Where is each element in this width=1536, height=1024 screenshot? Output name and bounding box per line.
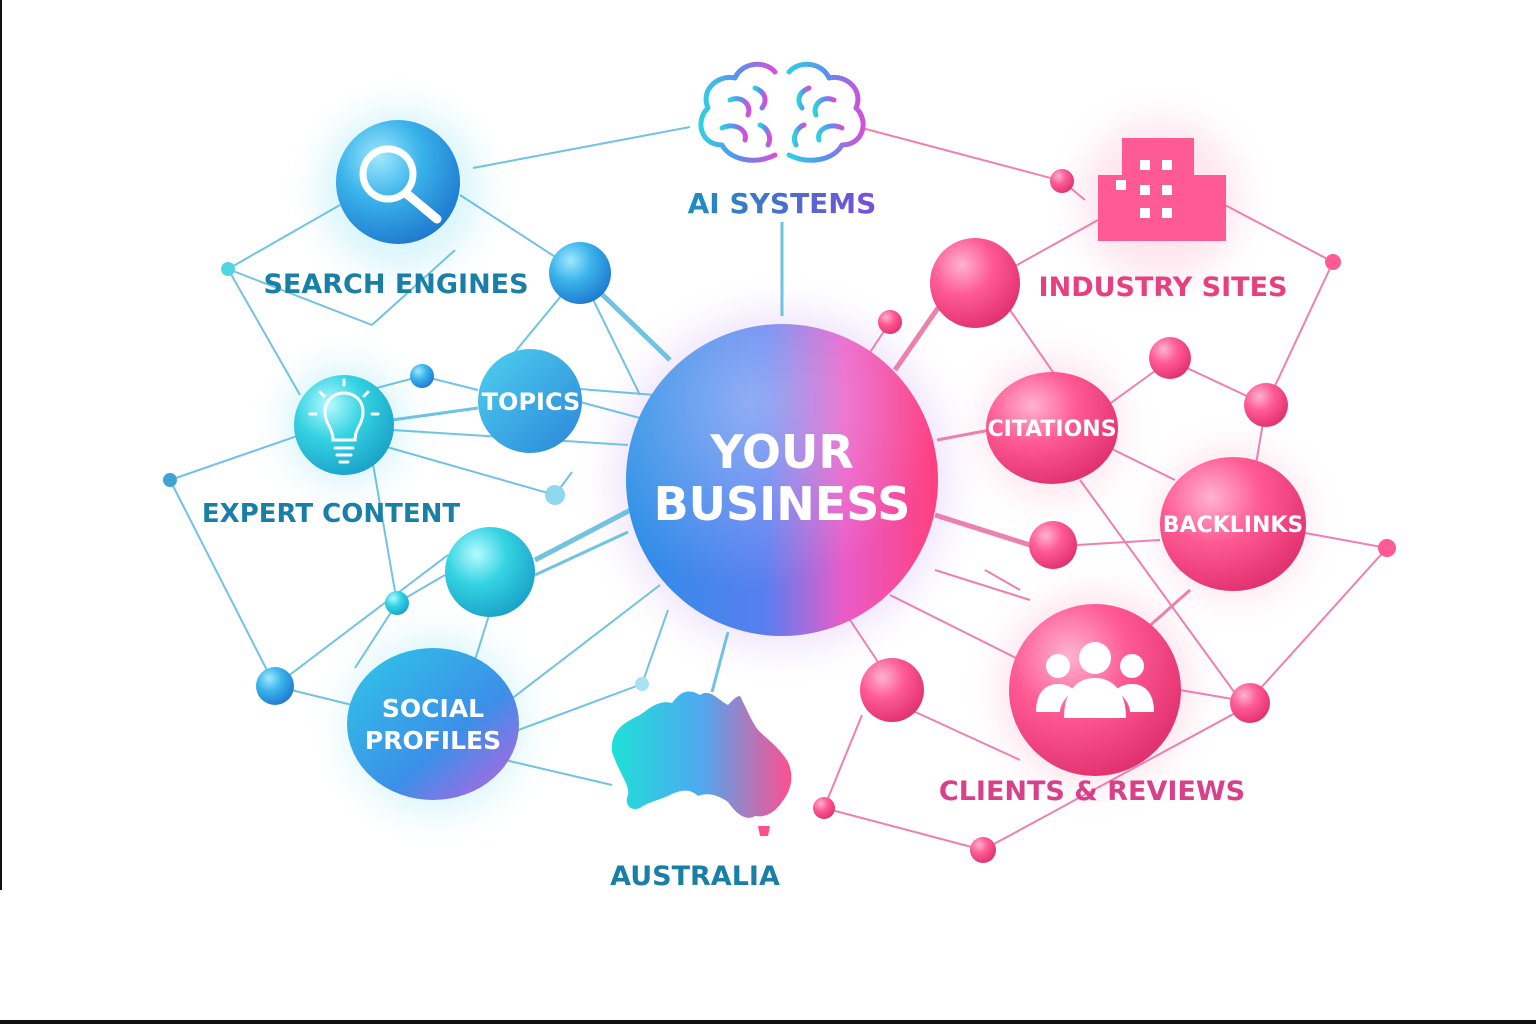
lightbulb-icon [308,378,380,464]
topics-label: TOPICS [482,388,581,416]
social-profiles-node[interactable]: SOCIAL PROFILES [347,648,519,800]
people-icon [1036,642,1154,718]
australia-map-icon [611,691,792,836]
clients-reviews-node[interactable] [1009,604,1181,776]
your-business-node[interactable]: YOUR BUSINESS [626,324,938,636]
clients-reviews-label: CLIENTS & REVIEWS [939,776,1245,807]
center-label-line2: BUSINESS [654,477,911,531]
search-engines-label: SEARCH ENGINES [263,269,528,300]
small-nodes-pink [813,169,1396,863]
brain-icon [698,61,866,163]
bottom-border [0,1020,1536,1024]
medium-nodes [445,238,1020,722]
backlinks-label: BACKLINKS [1163,513,1304,538]
building-icon [1098,138,1226,241]
australia-label: AUSTRALIA [610,861,780,892]
connector-lines-pink [823,127,1388,851]
small-nodes-blue [163,262,649,705]
topics-node[interactable]: TOPICS [478,349,582,453]
ai-systems-label: AI SYSTEMS [688,187,877,220]
industry-sites-label: INDUSTRY SITES [1039,272,1288,303]
left-border [0,0,2,890]
citations-node[interactable]: CITATIONS [986,372,1118,484]
social-profiles-label-line2: PROFILES [365,726,501,755]
connector-lines-blue [169,126,784,786]
expert-content-label: EXPERT CONTENT [202,499,460,529]
magnifier-icon [359,145,442,224]
expert-content-node[interactable] [294,375,394,475]
citations-label: CITATIONS [987,417,1116,442]
backlinks-node[interactable]: BACKLINKS [1160,457,1306,591]
search-engines-node[interactable] [336,120,460,244]
social-profiles-label-line1: SOCIAL [382,694,484,723]
center-label-line1: YOUR [709,425,854,479]
